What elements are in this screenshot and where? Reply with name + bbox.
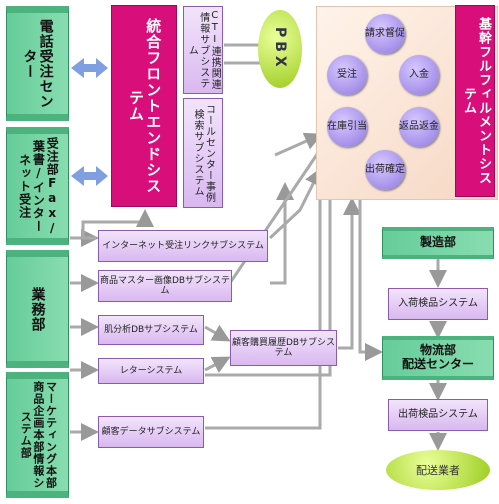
customer-data-subsystem: 顧客データサブシステム xyxy=(98,416,204,448)
cycle-payment: 入金 xyxy=(399,55,439,95)
shipping-inspection-system: 出荷検品システム xyxy=(388,399,488,431)
logistics-line1: 物流部 xyxy=(419,343,456,358)
skin-analysis-subsystem: 肌分析DBサブシステム xyxy=(98,315,204,345)
cycle-inventory: 在庫引当 xyxy=(327,107,367,147)
product-master-subsystem: 商品マスター画像DBサブシステム xyxy=(98,270,232,302)
call-center-search-subsystem: コールセンター事例検索サブシステム xyxy=(183,98,223,208)
dept-business: 業務部 xyxy=(6,250,69,368)
fulfillment-system: 基幹フルフィルメントシステム xyxy=(456,6,494,196)
internet-order-subsystem: インターネット受注リンクサブシステム xyxy=(98,230,268,262)
logistics-line2: 配送センター xyxy=(401,357,474,371)
dept-manufacturing: 製造部 xyxy=(382,227,494,259)
dept-info: マーケティング本部商品企画本部情報システム部 xyxy=(6,372,69,498)
letter-system: レターシステム xyxy=(98,358,204,384)
receiving-inspection-system: 入荷検品システム xyxy=(388,288,488,320)
purchase-history-subsystem: 顧客購買履歴DBサブシステム xyxy=(230,330,337,366)
dept-logistics: 物流部 配送センター xyxy=(382,336,494,380)
cycle-refund: 返品返金 xyxy=(399,107,439,147)
dept-call-center: 電話受注センター xyxy=(6,6,69,121)
cycle-billing: 請求督促 xyxy=(365,14,405,54)
pbx-node: PBX xyxy=(258,10,302,88)
cycle-shipping: 出荷確定 xyxy=(365,150,405,190)
carrier-node: 配送業者 xyxy=(386,450,490,490)
front-end-system: 統合フロントエンドシステム xyxy=(112,6,176,206)
dept-order: 受注部Fax/葉書/インターネット受注 xyxy=(6,127,69,245)
cycle-order: 受注 xyxy=(327,55,367,95)
cti-subsystem: CTI連携関連情報サブシステム xyxy=(183,6,223,94)
